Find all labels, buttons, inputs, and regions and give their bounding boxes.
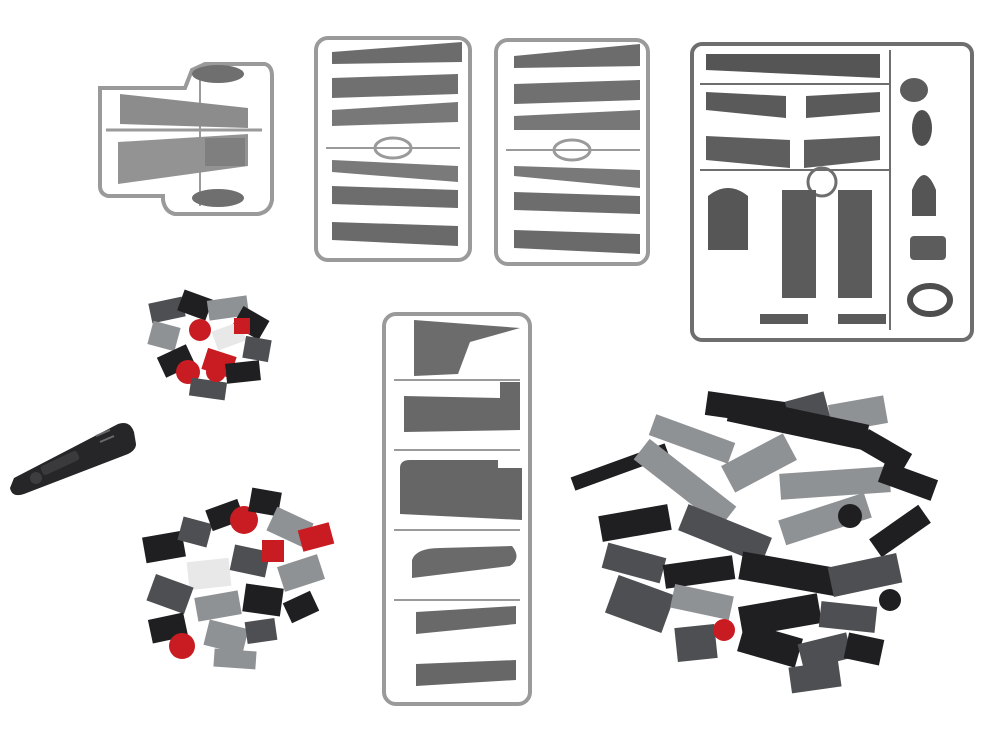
sprue-frame-wing-plates-right	[494, 38, 650, 266]
brick-separator-tool	[10, 423, 136, 496]
sprue-frame-tail-parts	[382, 312, 532, 706]
large-bricks-pile	[570, 391, 939, 694]
sprue-frame-fuselage	[690, 42, 974, 342]
sprue-frame-wing-plates-left	[314, 36, 472, 262]
small-bricks-pile-top	[147, 289, 272, 401]
sprue-frame-small-wing	[98, 62, 274, 216]
small-bricks-pile-bottom	[142, 487, 335, 670]
